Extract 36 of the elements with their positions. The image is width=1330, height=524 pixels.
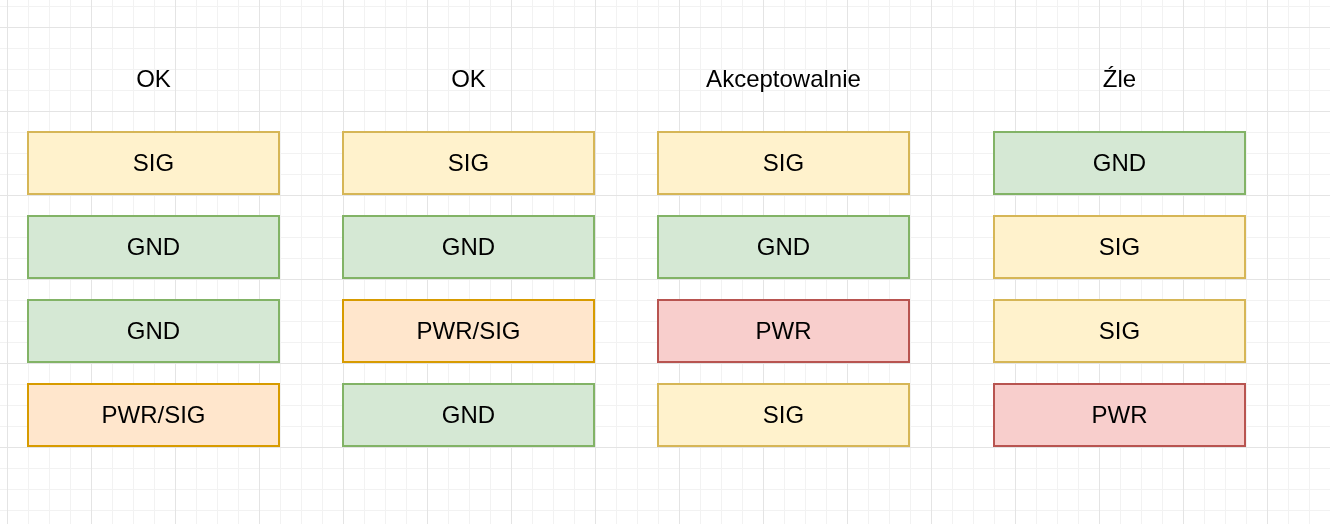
pin-label: PWR	[1091, 401, 1148, 429]
pin-label: SIG	[132, 149, 175, 177]
pin-label: PWR	[755, 317, 812, 345]
pin-box	[27, 383, 280, 447]
pin-box	[27, 215, 280, 279]
pin-box	[993, 131, 1246, 195]
pin-label: GND	[441, 233, 496, 261]
pin-box	[27, 131, 280, 195]
pin-label: SIG	[1098, 317, 1141, 345]
pin-box	[993, 215, 1246, 279]
pin-box	[342, 299, 595, 363]
pin-label: PWR/SIG	[416, 317, 521, 345]
pin-box	[657, 215, 910, 279]
pin-label: GND	[441, 401, 496, 429]
pin-label: PWR/SIG	[101, 401, 206, 429]
pin-label: GND	[1092, 149, 1147, 177]
pin-box	[657, 131, 910, 195]
pin-label: SIG	[762, 401, 805, 429]
pin-box	[342, 383, 595, 447]
column-heading: OK	[451, 65, 486, 93]
pin-label: GND	[126, 233, 181, 261]
pin-box	[657, 383, 910, 447]
column-heading: OK	[136, 65, 171, 93]
pin-box	[27, 299, 280, 363]
pin-label: SIG	[447, 149, 490, 177]
pin-box	[993, 383, 1246, 447]
pin-box	[342, 215, 595, 279]
column-heading: Akceptowalnie	[706, 65, 861, 93]
pin-label: GND	[126, 317, 181, 345]
pin-box	[657, 299, 910, 363]
pin-box	[342, 131, 595, 195]
column-heading: Źle	[1102, 65, 1137, 93]
pin-label: GND	[756, 233, 811, 261]
pin-label: SIG	[1098, 233, 1141, 261]
pin-label: SIG	[762, 149, 805, 177]
pin-box	[993, 299, 1246, 363]
